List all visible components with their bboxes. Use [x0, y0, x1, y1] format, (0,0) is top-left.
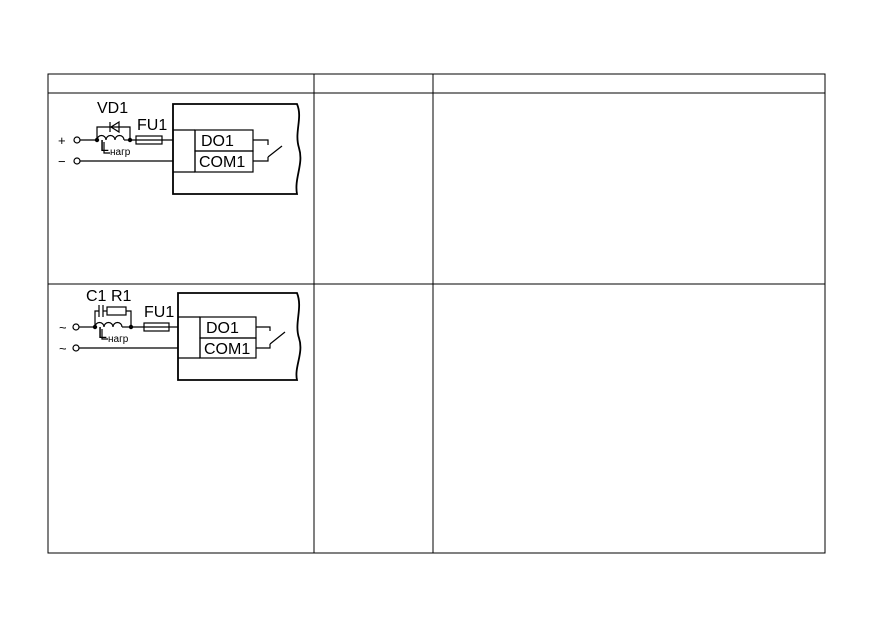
- minus-label: −: [58, 154, 66, 169]
- table-border: [47, 73, 826, 554]
- circuit-dc-load: [73, 103, 302, 195]
- circuit-ac-load: [72, 292, 302, 381]
- load-subscript: нагр: [110, 147, 131, 158]
- relay-contact-top: [253, 139, 269, 145]
- fuse-label: FU1: [137, 117, 167, 134]
- device-block: [172, 103, 302, 195]
- circuit-ac-labels: C1 R1 FU1 L нагр ~ ~ DO1 COM1: [59, 288, 250, 358]
- circuit-dc-labels: VD1 FU1 L нагр + − DO1 COM1: [58, 100, 245, 171]
- table-grid: [47, 73, 826, 554]
- terminal-com1-label: COM1: [199, 154, 245, 171]
- load-leader: [101, 329, 108, 340]
- load-subscript: нагр: [108, 334, 129, 345]
- resistor-label: R1: [111, 288, 132, 305]
- ac-terminal-icon: [72, 344, 80, 352]
- terminal-do1-label: DO1: [206, 320, 239, 337]
- inductor-icon: [94, 321, 123, 328]
- terminal-do1-label: DO1: [201, 133, 234, 150]
- diode-icon: [109, 120, 120, 134]
- resistor-icon: [106, 306, 127, 316]
- wire: [126, 310, 132, 327]
- relay-contact-bottom: [253, 157, 269, 162]
- terminal-com1-label: COM1: [204, 341, 250, 358]
- load-label: L: [98, 325, 107, 342]
- inductor-icon: [96, 134, 125, 141]
- capacitor-label: C1: [86, 288, 107, 305]
- wire: [96, 126, 106, 140]
- relay-contact-blade: [267, 145, 283, 158]
- diode-label: VD1: [97, 100, 128, 117]
- relay-contact-blade: [269, 331, 286, 345]
- wire: [124, 126, 131, 140]
- minus-terminal-icon: [73, 157, 81, 165]
- relay-contact-bottom: [256, 344, 271, 349]
- plus-terminal-icon: [73, 136, 81, 144]
- ac-bottom-label: ~: [59, 341, 67, 356]
- load-leader: [103, 142, 110, 154]
- device-block: [177, 292, 302, 381]
- fuse-label: FU1: [144, 304, 174, 321]
- wire: [94, 310, 99, 327]
- relay-contact-top: [256, 326, 271, 331]
- plus-label: +: [58, 133, 66, 148]
- ac-top-label: ~: [59, 320, 67, 335]
- load-label: L: [100, 138, 109, 155]
- ac-terminal-icon: [72, 323, 80, 331]
